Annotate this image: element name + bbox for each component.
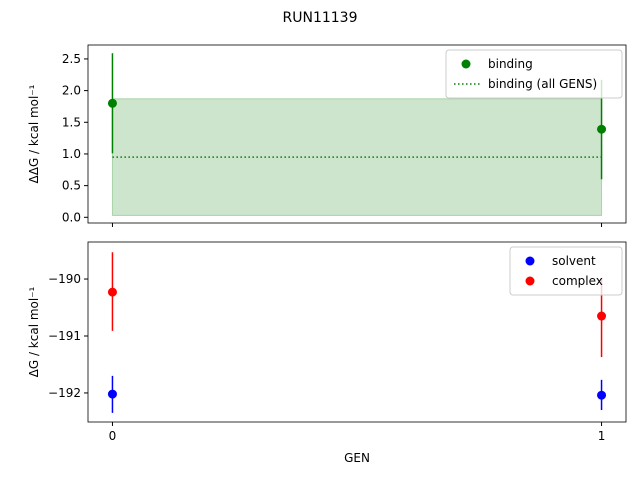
y-tick-label: −192 — [48, 386, 81, 400]
y-tick-label: −191 — [48, 329, 81, 343]
legend — [445, 49, 623, 99]
data-point — [107, 98, 117, 108]
legend-marker — [525, 256, 535, 266]
x-axis-label: GEN — [344, 451, 370, 465]
legend-marker — [461, 59, 471, 69]
y-axis-label: ΔG / kcal mol⁻¹ — [27, 286, 41, 377]
x-tick-label: 1 — [598, 429, 606, 443]
y-tick-label: −190 — [48, 272, 81, 286]
data-point — [597, 124, 607, 134]
y-tick-label: 0.0 — [62, 210, 81, 224]
x-tick-label: 0 — [109, 429, 117, 443]
axes-frame — [87, 44, 627, 224]
legend-label: solvent — [552, 254, 596, 268]
data-point — [597, 390, 607, 400]
y-tick-label: 2.5 — [62, 52, 81, 66]
figure-title: RUN11139 — [283, 10, 358, 26]
axes-frame — [87, 241, 627, 423]
y-tick-label: 2.0 — [62, 84, 81, 98]
y-axis-label: ΔΔG / kcal mol⁻¹ — [27, 84, 41, 183]
data-point — [597, 311, 607, 321]
legend-marker — [525, 276, 535, 286]
y-tick-label: 1.0 — [62, 147, 81, 161]
legend-label: binding (all GENS) — [488, 77, 597, 91]
y-tick-label: 1.5 — [62, 115, 81, 129]
y-tick-label: 0.5 — [62, 179, 81, 193]
legend-label: complex — [552, 274, 603, 288]
data-point — [107, 389, 117, 399]
data-point — [107, 287, 117, 297]
legend — [509, 246, 623, 296]
legend-label: binding — [488, 57, 533, 71]
bottom-panel: −192 −191 −190 0 1 ΔG / kcal mol⁻¹ GEN solvent c… — [27, 241, 627, 465]
